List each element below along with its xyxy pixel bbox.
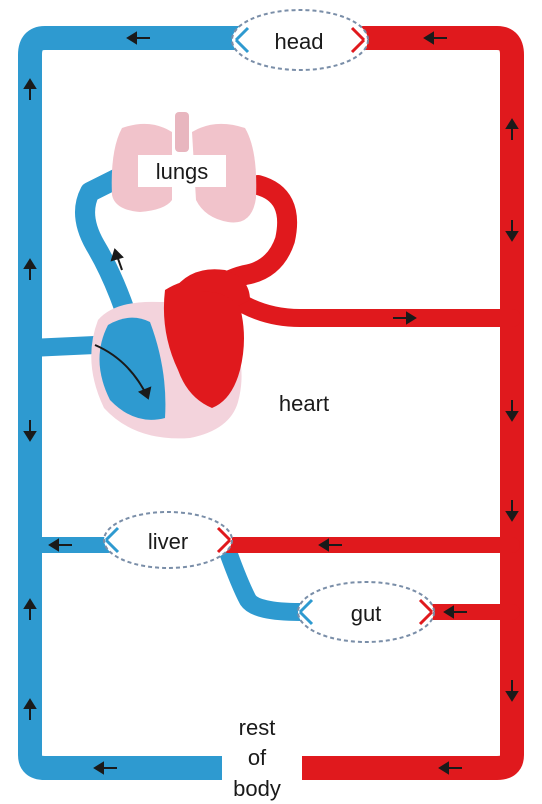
label-gut: gut: [351, 601, 382, 626]
flow-arrows: [25, 33, 517, 773]
hepatic-portal-vein: [228, 552, 300, 612]
label-liver: liver: [148, 529, 188, 554]
aorta-right-trunk: [300, 38, 512, 768]
vena-cava-to-heart: [30, 345, 95, 348]
label-head: head: [275, 29, 324, 54]
label-rest-of-body-line1: rest: [239, 715, 276, 740]
label-lungs: lungs: [156, 159, 209, 184]
label-rest-of-body-line3: body: [233, 776, 281, 801]
label-rest-of-body-line2: of: [248, 745, 267, 770]
label-heart: heart: [279, 391, 329, 416]
aorta-branch: [245, 305, 512, 318]
trachea: [175, 112, 189, 152]
